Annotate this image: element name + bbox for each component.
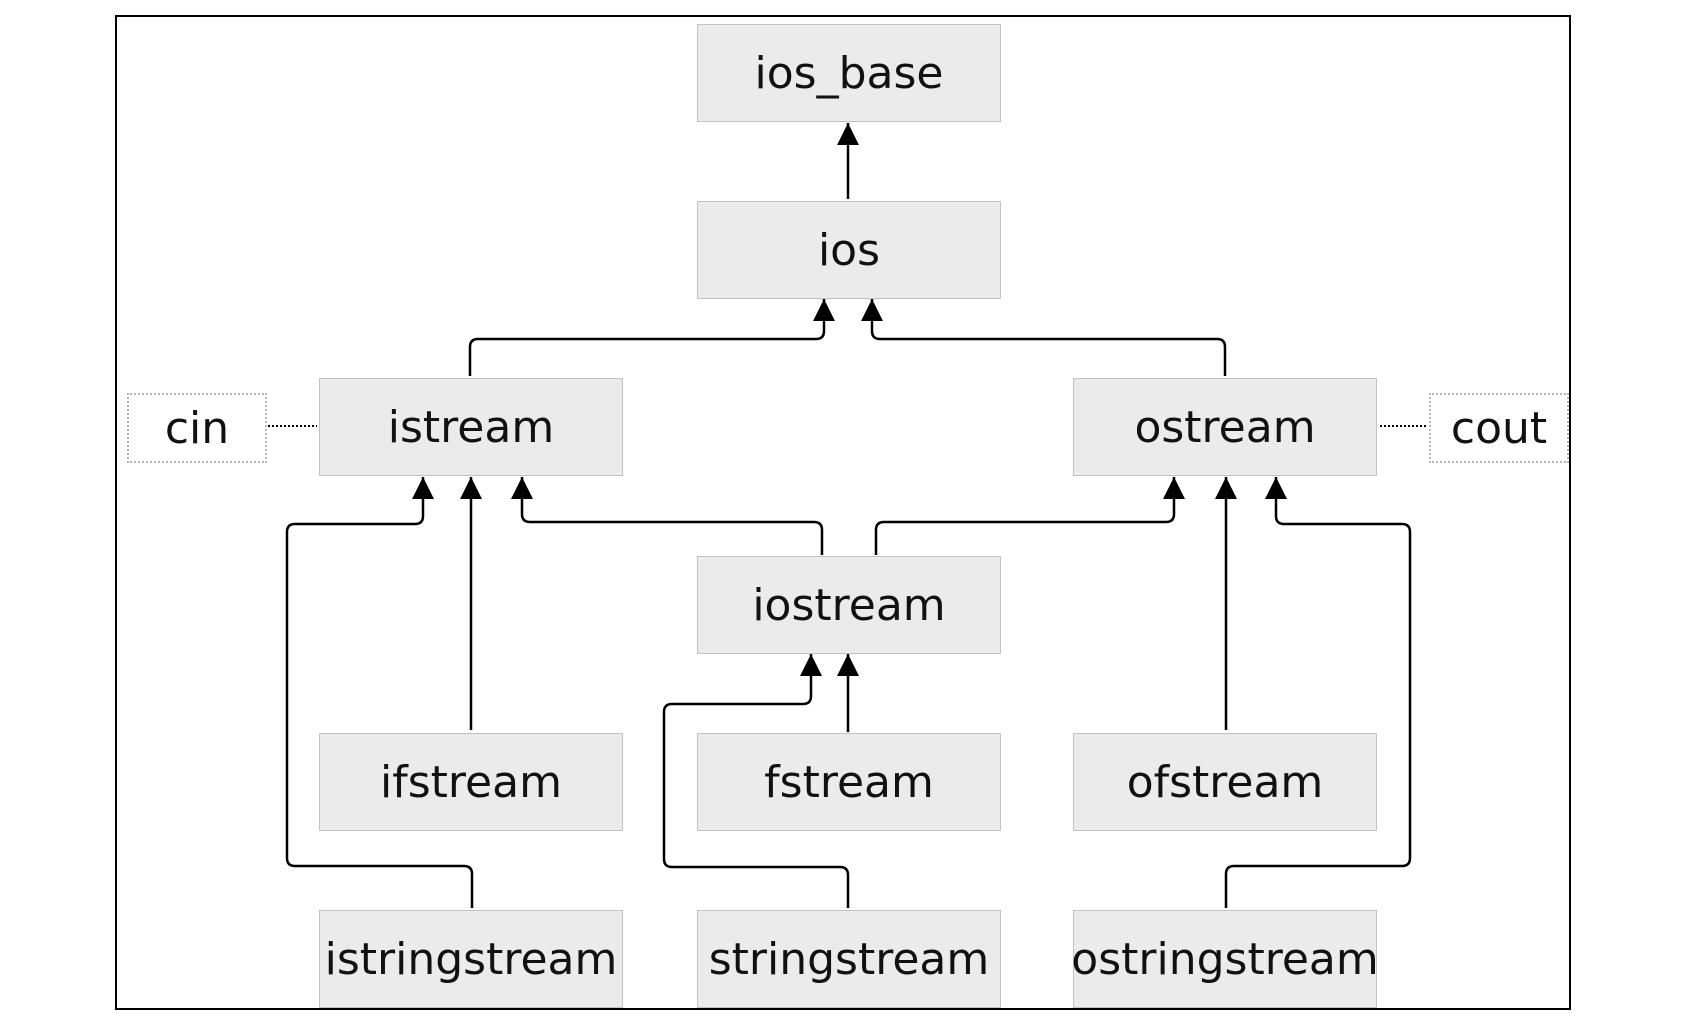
class-ios-base: ios_base (697, 24, 1001, 122)
edge-istringstream-to-istream (285, 477, 474, 908)
class-ios: ios (697, 201, 1001, 299)
object-cin: cin (127, 393, 267, 463)
edge-iostream-to-istream (511, 477, 824, 555)
diagram-frame (115, 15, 1571, 1010)
class-iostream: iostream (697, 556, 1001, 654)
class-ostringstream: ostringstream (1071, 910, 1379, 1008)
edge-ostream-to-ios (861, 299, 1227, 376)
edge-ostringstream-to-ostream (1224, 477, 1412, 908)
object-cout: cout (1429, 393, 1569, 463)
class-istream: istream (319, 378, 623, 476)
edge-iostream-to-ostream (874, 477, 1185, 555)
edge-istream-to-ios (468, 299, 835, 376)
class-ofstream: ofstream (1073, 733, 1377, 831)
class-ostream: ostream (1073, 378, 1377, 476)
class-fstream: fstream (697, 733, 1001, 831)
class-istringstream: istringstream (319, 910, 623, 1008)
class-stringstream: stringstream (697, 910, 1001, 1008)
edge-stringstream-to-iostream (662, 654, 850, 908)
class-ifstream: ifstream (319, 733, 623, 831)
